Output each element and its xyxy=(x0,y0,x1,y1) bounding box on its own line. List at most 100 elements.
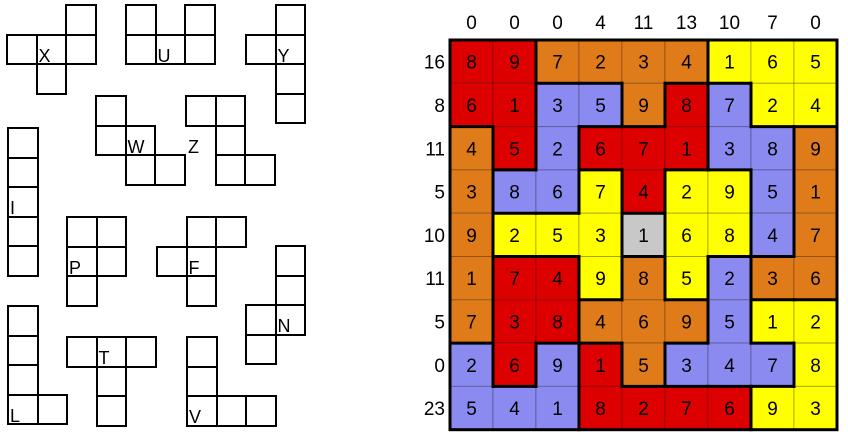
cell-number: 7 xyxy=(638,139,649,160)
grid-cell xyxy=(793,256,838,301)
cell-number: 7 xyxy=(767,356,778,377)
piece-label-x: X xyxy=(38,45,51,66)
cell-number: 6 xyxy=(595,139,606,160)
piece-t-cell xyxy=(95,365,127,397)
piece-z-cell xyxy=(214,154,246,186)
cell-number: 3 xyxy=(638,53,649,74)
cell-number: 4 xyxy=(681,53,692,74)
cell-number: 9 xyxy=(810,139,821,160)
piece-p-cell xyxy=(66,275,98,307)
cell-number: 6 xyxy=(638,312,649,333)
grid-cell xyxy=(535,169,580,214)
piece-f-cell xyxy=(215,216,247,248)
cell-number: 5 xyxy=(767,183,778,204)
cell-number: 4 xyxy=(552,269,563,290)
piece-label-p: P xyxy=(69,257,82,278)
cell-number: 5 xyxy=(681,269,692,290)
grid-outer-border xyxy=(448,38,839,432)
piece-i-cell xyxy=(7,215,39,247)
piece-label-u: U xyxy=(157,45,171,66)
row-clue: 10 xyxy=(424,226,445,247)
column-clue: 11 xyxy=(634,13,654,34)
cell-number: 2 xyxy=(552,139,563,160)
cell-number: 1 xyxy=(681,139,692,160)
grid-cell xyxy=(664,169,709,214)
piece-x-cell xyxy=(6,33,38,65)
piece-l-cell xyxy=(36,393,68,425)
piece-t-cell xyxy=(95,395,127,427)
cell-number: 1 xyxy=(767,312,778,333)
cell-number: 8 xyxy=(767,139,778,160)
grid-cell xyxy=(449,82,494,128)
cell-number: 3 xyxy=(681,356,692,377)
grid-cell xyxy=(535,385,580,431)
cell-number: 4 xyxy=(767,226,778,247)
cell-number: 5 xyxy=(552,226,563,247)
cell-number: 3 xyxy=(767,269,778,290)
column-clue: 0 xyxy=(466,13,477,34)
cell-number: 5 xyxy=(509,139,520,160)
cell-number: 3 xyxy=(552,96,563,117)
row-clue: 5 xyxy=(434,183,445,204)
piece-l-cell xyxy=(7,305,39,337)
grid-cell xyxy=(492,256,537,301)
piece-z-cell xyxy=(244,154,276,186)
row-clue: 8 xyxy=(434,96,445,117)
cell-number: 4 xyxy=(509,399,520,420)
cell-number: 2 xyxy=(810,312,821,333)
cell-number: 9 xyxy=(466,226,477,247)
cell-number: 4 xyxy=(595,312,606,333)
grid-cell xyxy=(707,256,752,301)
piece-label-f: F xyxy=(188,257,200,278)
column-clue: 7 xyxy=(767,13,778,34)
cell-number: 7 xyxy=(681,399,692,420)
grid-cell xyxy=(449,299,494,344)
grid-cell xyxy=(664,212,709,257)
cell-number: 2 xyxy=(638,399,649,420)
cell-number: 3 xyxy=(724,139,735,160)
cell-number: 9 xyxy=(681,312,692,333)
cell-number: 2 xyxy=(466,356,477,377)
column-clue: 0 xyxy=(810,13,821,34)
grid-cell xyxy=(793,342,838,387)
cell-number: 2 xyxy=(595,53,606,74)
cell-number: 3 xyxy=(466,183,477,204)
piece-label-y: Y xyxy=(277,45,290,66)
cell-number: 6 xyxy=(552,183,563,204)
grid-cell xyxy=(578,299,623,344)
column-clue: 4 xyxy=(595,13,606,34)
grid-cell xyxy=(750,342,795,387)
piece-u-cell xyxy=(125,4,157,36)
grid-cell xyxy=(492,299,537,344)
cell-number: 9 xyxy=(724,183,735,204)
cell-number: 8 xyxy=(810,356,821,377)
cell-number: 8 xyxy=(681,96,692,117)
cell-number: 7 xyxy=(509,269,520,290)
cell-number: 8 xyxy=(638,269,649,290)
cell-number: 2 xyxy=(724,269,735,290)
cell-number: 9 xyxy=(552,356,563,377)
piece-y-cell xyxy=(274,92,306,124)
piece-u-cell xyxy=(154,33,186,65)
cell-number: 1 xyxy=(466,269,477,290)
piece-w-cell xyxy=(154,154,186,186)
grid-cell xyxy=(449,342,494,387)
cell-number: 5 xyxy=(595,96,606,117)
piece-label-l: L xyxy=(10,405,21,426)
cell-number: 6 xyxy=(466,96,477,117)
cell-number: 3 xyxy=(810,399,821,420)
cell-number: 8 xyxy=(509,183,520,204)
piece-label-v: V xyxy=(189,407,202,427)
piece-label-n: N xyxy=(277,316,291,336)
column-clue: 13 xyxy=(676,13,697,34)
piece-t-cell xyxy=(125,336,157,368)
grid-cell xyxy=(793,212,838,257)
piece-p-cell xyxy=(95,216,127,248)
grid-cell xyxy=(621,82,666,128)
piece-n-cell xyxy=(245,333,277,365)
row-clue: 16 xyxy=(424,53,445,74)
grid-cell xyxy=(535,212,580,257)
cell-number: 6 xyxy=(810,269,821,290)
